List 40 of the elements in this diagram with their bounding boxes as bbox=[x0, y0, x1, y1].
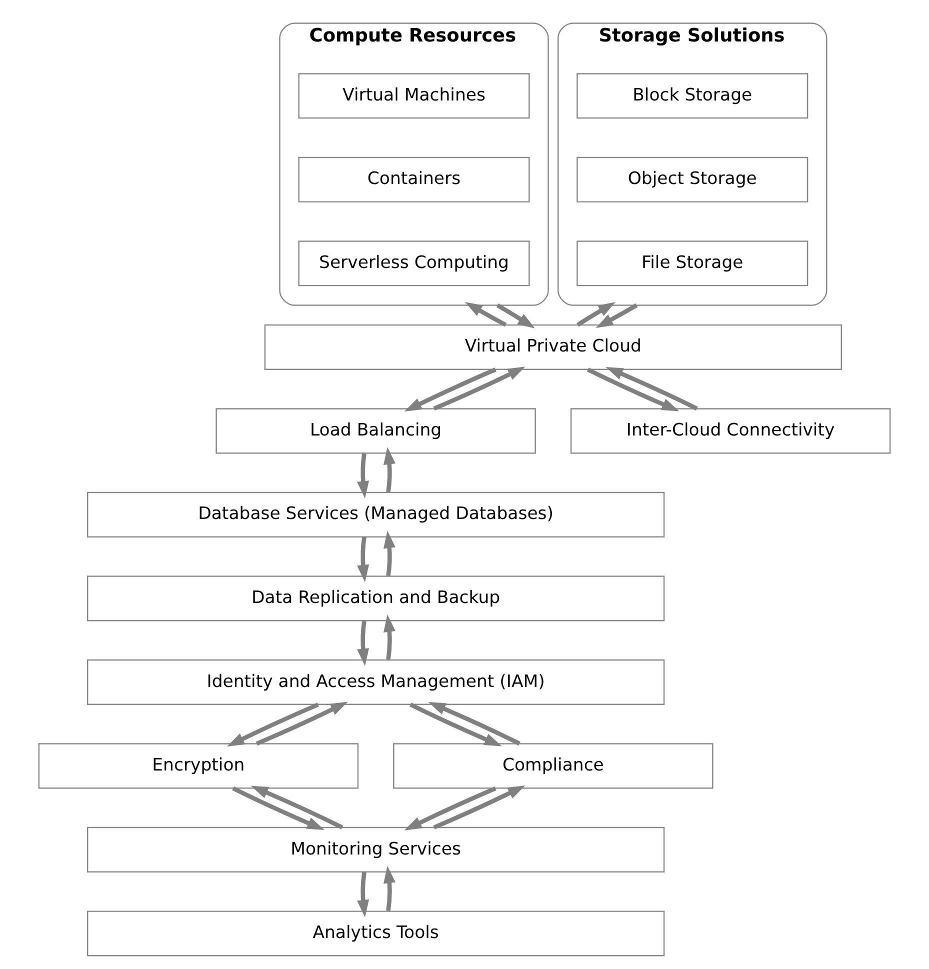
node-box: Database Services (Managed Databases) bbox=[86, 492, 665, 538]
node-box: Monitoring Services bbox=[86, 826, 665, 872]
arrow bbox=[227, 702, 320, 747]
arrow bbox=[383, 530, 396, 576]
arrow bbox=[250, 786, 344, 830]
arrow bbox=[357, 453, 370, 498]
arrow bbox=[465, 302, 507, 327]
node-box: Virtual Private Cloud bbox=[264, 324, 842, 370]
arrow bbox=[586, 368, 680, 412]
arrow bbox=[576, 302, 616, 327]
arrow bbox=[232, 786, 324, 830]
node-box: Identity and Access Management (IAM) bbox=[86, 659, 665, 705]
arrow bbox=[383, 614, 396, 660]
arrow bbox=[357, 620, 370, 666]
arrow bbox=[433, 785, 526, 830]
arrow bbox=[410, 702, 502, 746]
node-box: Encryption bbox=[38, 743, 359, 789]
arrow bbox=[404, 368, 496, 412]
node-box: Object Storage bbox=[576, 156, 808, 202]
node-box: Inter-Cloud Connectivity bbox=[570, 408, 891, 454]
node-box: Data Replication and Backup bbox=[86, 576, 665, 622]
node-box: Containers bbox=[298, 156, 530, 202]
node-box: Compliance bbox=[393, 743, 714, 789]
node-box: Virtual Machines bbox=[298, 73, 530, 119]
arrow bbox=[496, 303, 535, 328]
arrow bbox=[357, 872, 370, 918]
arrow bbox=[383, 447, 396, 492]
arrow bbox=[428, 702, 521, 746]
arrow bbox=[404, 786, 496, 830]
arrow bbox=[596, 303, 638, 328]
arrow bbox=[383, 866, 396, 912]
node-box: File Storage bbox=[576, 240, 808, 286]
node-box: Analytics Tools bbox=[86, 910, 665, 956]
arrow bbox=[433, 366, 526, 411]
node-box: Serverless Computing bbox=[298, 240, 530, 286]
node-box: Load Balancing bbox=[216, 408, 536, 454]
arrow bbox=[256, 702, 348, 746]
arrow bbox=[606, 366, 698, 411]
arrow bbox=[357, 536, 370, 582]
node-box: Block Storage bbox=[576, 73, 808, 119]
